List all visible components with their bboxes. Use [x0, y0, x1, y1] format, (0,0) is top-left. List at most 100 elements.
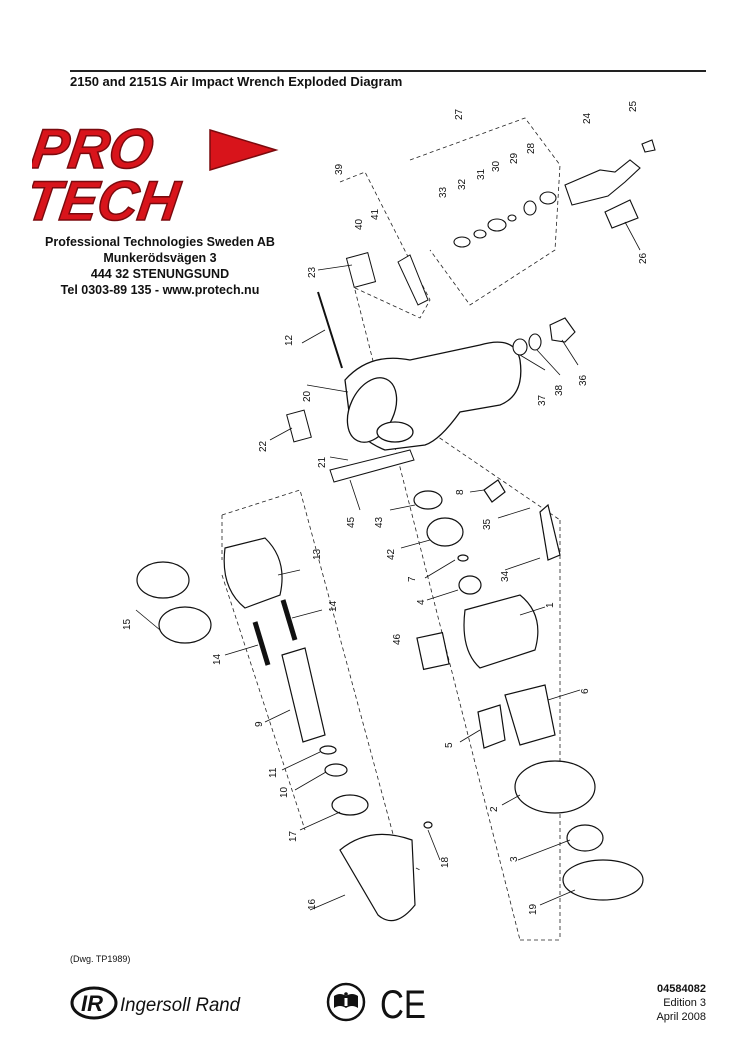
plate-part-22 [286, 409, 312, 443]
label-part-27: 27 [454, 108, 465, 120]
label-part-23: 23 [307, 266, 318, 278]
label-part-25: 25 [628, 100, 639, 112]
ring-part-37 [512, 338, 528, 356]
ring-part-30 [507, 214, 517, 222]
label-part-39: 39 [334, 163, 345, 175]
label-part-9: 9 [254, 721, 265, 727]
label-part-7: 7 [407, 576, 418, 582]
label-part-24: 24 [582, 112, 593, 124]
edition: Edition 3 [663, 997, 706, 1009]
ring-part-38 [528, 333, 542, 351]
ring-part-33 [453, 236, 471, 248]
date: April 2008 [656, 1011, 706, 1023]
label-part-18: 18 [440, 856, 451, 868]
label-part-40: 40 [354, 218, 365, 230]
cage-part-13 [223, 537, 283, 609]
company-contact: Tel 0303-89 135 - www.protech.nu [60, 283, 260, 297]
ring-part-7 [457, 554, 469, 562]
ce-text: CE [380, 983, 426, 1022]
inlet-part-24 [564, 159, 641, 206]
ring-part-28 [539, 191, 557, 205]
label-part-35: 35 [482, 518, 493, 530]
housing-part-20 [344, 341, 522, 451]
end-plate-part-2 [514, 760, 596, 814]
screw-part-18 [423, 821, 433, 829]
rotor-part-6 [504, 684, 556, 746]
logo-pro: PRO [32, 118, 157, 180]
hammer-part-15a [136, 561, 190, 599]
plate-part-21 [329, 449, 415, 483]
part-26 [604, 199, 639, 229]
logo-arrow-icon [209, 128, 279, 172]
label-part-20: 20 [302, 390, 313, 402]
label-part-8: 8 [455, 489, 466, 495]
label-part-10: 10 [279, 786, 290, 798]
label-part-14b: 14 [212, 653, 223, 665]
spring-part-29 [523, 200, 537, 216]
cylinder-part-1 [463, 594, 539, 669]
part-8 [483, 479, 506, 503]
block-part-46 [416, 631, 450, 671]
logo-tech: TECH [32, 169, 185, 224]
pin-part-14b [280, 599, 298, 641]
ring-part-43 [413, 490, 443, 510]
label-part-5: 5 [444, 742, 455, 748]
label-part-36: 36 [578, 374, 589, 386]
label-part-1: 1 [545, 602, 556, 608]
label-part-14a: 14 [328, 600, 339, 612]
label-part-32: 32 [457, 178, 468, 190]
ring-part-11 [319, 745, 337, 755]
ingersoll-rand-logo: IR Ingersoll Rand [70, 986, 241, 1020]
company-street: Munkerödsvägen 3 [103, 251, 217, 265]
label-part-43: 43 [374, 516, 385, 528]
gasket-part-19 [562, 859, 644, 901]
part-labels: 1 2 3 4 5 6 7 8 9 10 11 12 13 14 14 15 1… [122, 100, 649, 915]
ir-brand-text: Ingersoll Rand [120, 995, 241, 1016]
ce-mark-icon: CE [380, 983, 426, 1022]
label-part-17: 17 [288, 830, 299, 842]
manual-info-icon [326, 982, 366, 1022]
label-part-16: 16 [307, 898, 318, 910]
document-info: 04584082 Edition 3 April 2008 [656, 982, 706, 1024]
plate-part-23 [345, 252, 377, 288]
label-part-12: 12 [284, 334, 295, 346]
company-name: Professional Technologies Sweden AB [45, 235, 275, 249]
bearing-part-4 [458, 575, 482, 595]
valve-part-34 [539, 503, 561, 561]
label-part-13: 13 [312, 548, 323, 560]
label-part-21: 21 [317, 456, 328, 468]
label-part-41: 41 [370, 208, 381, 220]
label-part-6: 6 [580, 688, 591, 694]
cap-part-25 [641, 139, 656, 153]
vane-part-5 [477, 704, 506, 749]
label-part-29: 29 [509, 152, 520, 164]
label-part-31: 31 [476, 168, 487, 180]
label-part-45: 45 [346, 516, 357, 528]
label-part-28: 28 [526, 142, 537, 154]
label-part-26: 26 [638, 252, 649, 264]
label-part-33: 33 [438, 186, 449, 198]
bearing-part-3 [566, 824, 604, 852]
label-part-4: 4 [416, 599, 427, 605]
company-city: 444 32 STENUNGSUND [90, 267, 230, 281]
ring-part-10 [324, 763, 348, 777]
label-part-37: 37 [537, 394, 548, 406]
label-part-2: 2 [489, 806, 500, 812]
bushing-part-17 [331, 794, 369, 816]
label-part-22: 22 [258, 440, 269, 452]
hammer-part-15b [158, 606, 212, 644]
doc-number: 04584082 [657, 983, 706, 995]
ir-mark: IR [81, 991, 103, 1016]
ring-part-31 [487, 218, 507, 232]
part-36 [549, 317, 576, 343]
label-part-11: 11 [268, 767, 279, 778]
drawing-number: (Dwg. TP1989) [70, 954, 131, 964]
label-part-34: 34 [500, 570, 511, 582]
protech-logo: PRO TECH [32, 118, 279, 224]
page-title: 2150 and 2151S Air Impact Wrench Explode… [70, 74, 403, 89]
label-part-46: 46 [392, 633, 403, 645]
ring-part-32 [473, 229, 487, 239]
nose-part-16 [339, 833, 416, 922]
label-part-42: 42 [386, 548, 397, 560]
